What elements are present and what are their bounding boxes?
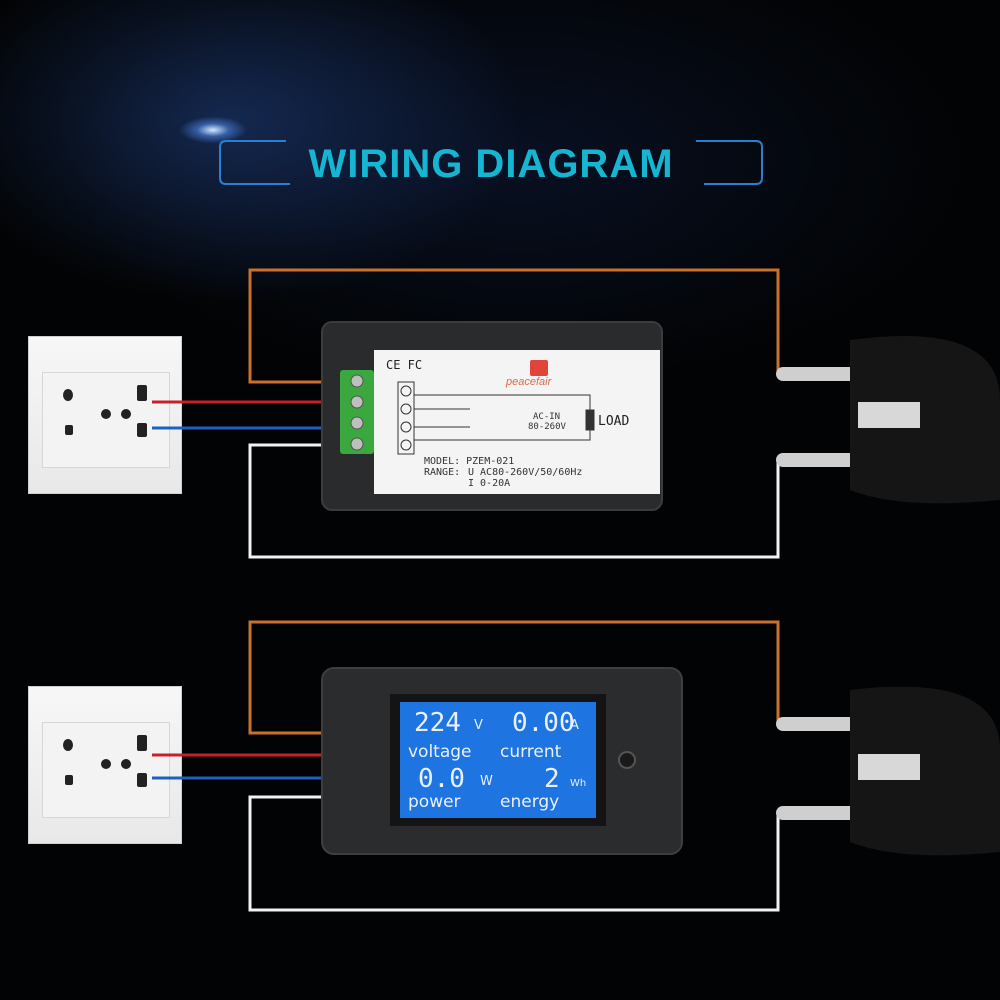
range-label: RANGE: (424, 467, 461, 478)
wall-socket-bottom (28, 686, 182, 844)
power-unit: W (480, 774, 493, 789)
brand-logo-icon (530, 360, 548, 376)
power-plug-icon (776, 686, 1000, 856)
wall-socket-top (28, 336, 182, 494)
meter-terminal-block-icon (340, 370, 374, 454)
wire-white-bottom (248, 795, 780, 912)
energy-label: energy (500, 792, 560, 812)
current-label: current (500, 742, 562, 762)
wall-socket-icon (42, 372, 170, 468)
wire-white-top (248, 443, 780, 559)
ac-in-label: AC-IN (533, 412, 561, 422)
energy-value: 2 (544, 764, 560, 794)
power-label: power (408, 792, 461, 812)
range-i: I 0-20A (468, 478, 511, 489)
wire-brown-bottom (248, 620, 780, 735)
title-bracket-frame (219, 140, 763, 185)
ac-range-label: 80-260V (528, 422, 566, 432)
load-label: LOAD (598, 414, 630, 429)
wall-socket-icon (42, 722, 170, 818)
wire-brown-top (248, 268, 780, 384)
power-plug-icon (776, 336, 1000, 504)
brand-name: peacefair (506, 376, 552, 388)
meter-back-label (374, 350, 660, 494)
power-value: 0.0 (418, 764, 465, 794)
page-title: WIRING DIAGRAM (308, 142, 674, 186)
title-frame: WIRING DIAGRAM (218, 136, 764, 190)
lcd-button-icon (618, 751, 636, 769)
light-flare (168, 100, 258, 160)
voltage-value: 224 (414, 708, 461, 738)
cert-marks: CE FC (386, 358, 423, 372)
voltage-unit: V (474, 718, 483, 733)
model-line: MODEL: PZEM-021 (424, 456, 515, 467)
energy-unit: Wh (570, 778, 587, 789)
lcd-screen (400, 702, 596, 818)
range-u: U AC80-260V/50/60Hz (468, 467, 583, 478)
current-value: 0.00 (512, 708, 575, 738)
current-unit: A (570, 718, 579, 733)
voltage-label: voltage (408, 742, 472, 762)
